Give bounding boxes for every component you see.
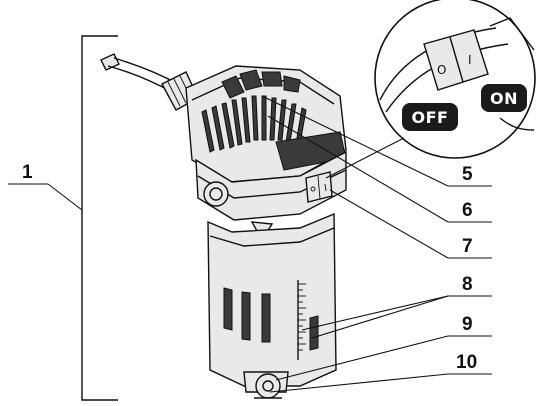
callout-9: 9 <box>462 314 473 335</box>
motor-body <box>207 212 337 387</box>
assembly-bracket <box>8 35 118 401</box>
callout-1: 1 <box>22 162 33 183</box>
on-off-switch[interactable] <box>305 171 333 203</box>
callout-6: 6 <box>462 200 473 221</box>
collet <box>243 371 289 399</box>
inset-on-symbol: I <box>468 53 472 67</box>
cooling-slots <box>201 95 307 153</box>
on-label: ON <box>490 89 518 108</box>
motor-housing-head <box>185 65 347 183</box>
on-pill <box>481 84 527 112</box>
depth-scale <box>297 280 319 360</box>
top-vents <box>221 69 301 99</box>
callout-10: 10 <box>456 352 477 373</box>
callout-leaders <box>261 95 492 393</box>
callout-5: 5 <box>462 164 473 185</box>
callout-7: 7 <box>462 236 473 257</box>
power-cord <box>100 53 199 111</box>
off-label: OFF <box>412 108 449 127</box>
off-pill <box>402 103 458 131</box>
callout-8: 8 <box>462 274 473 295</box>
switch-inset: O I OFF ON <box>325 0 536 179</box>
inset-off-symbol: O <box>437 63 446 77</box>
